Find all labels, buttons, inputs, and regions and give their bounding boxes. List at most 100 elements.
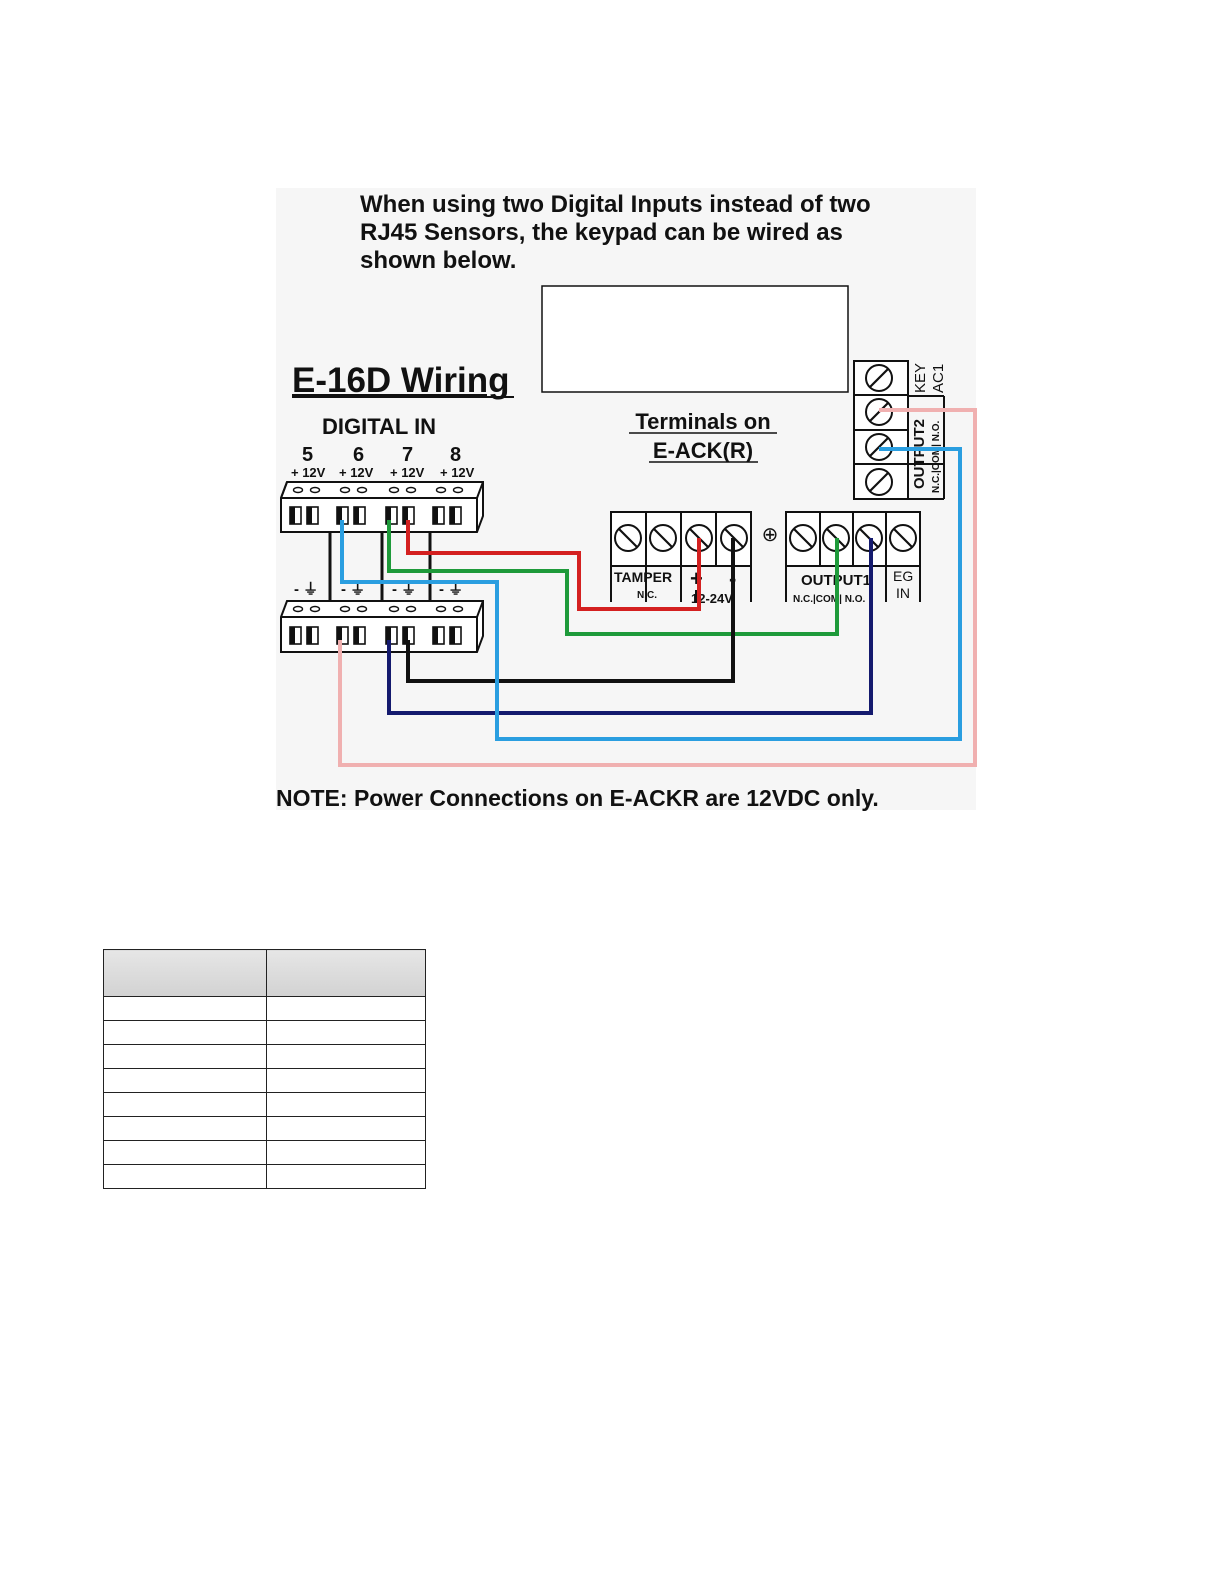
table-cell: [266, 1140, 426, 1165]
connector-hole: [292, 486, 304, 494]
power-range-label: 12-24V: [691, 591, 733, 606]
eg-label: EG: [893, 568, 913, 584]
connector-pin-contact: [403, 627, 408, 644]
screw-eg-in: [889, 524, 917, 552]
tamper-nc-label: N.C.: [637, 590, 657, 601]
wire-green: [387, 520, 839, 636]
ground-polarity-8: - ⏚: [439, 581, 463, 598]
screw-output2-nc: [865, 468, 893, 496]
table-row: [103, 1092, 426, 1117]
connector-pin-contact: [450, 507, 455, 524]
polarity-7: + 12V: [390, 465, 425, 480]
table-row: [103, 1140, 426, 1165]
in-label: IN: [896, 585, 910, 601]
output1-contacts-label: N.C.|COM| N.O.: [793, 594, 865, 605]
terminals-heading-line-1: Terminals on: [635, 409, 770, 434]
table-row: [103, 1020, 426, 1045]
connector-pin-contact: [307, 507, 312, 524]
connector-pin-contact: [433, 507, 438, 524]
table-cell: [266, 996, 426, 1021]
connector-hole: [309, 605, 321, 613]
digital-in-connector-bottom: [280, 600, 484, 653]
intro-line-3: shown below.: [360, 247, 516, 274]
tamper-label: TAMPER: [614, 569, 672, 585]
connector-hole: [356, 486, 368, 494]
table-row: [103, 1068, 426, 1093]
table-header-cell: [103, 949, 267, 997]
wire-red: [406, 520, 701, 611]
connector-hole: [405, 486, 417, 494]
connector-pin-contact: [386, 627, 391, 644]
connector-pin-contact: [337, 507, 342, 524]
blank-label-box: [541, 285, 849, 393]
terminals-heading-line-2: E-ACK(R): [653, 438, 753, 463]
channel-7-label: 7: [402, 444, 413, 466]
table-cell: [103, 1068, 267, 1093]
connector-pin-contact: [403, 507, 408, 524]
ground-polarity-5: - ⏚: [294, 581, 318, 598]
table-cell: [103, 1092, 267, 1117]
ac1-label: AC1: [930, 364, 947, 393]
connector-hole: [356, 605, 368, 613]
ground-polarity-6: - ⏚: [341, 581, 365, 598]
connector-pin-contact: [450, 627, 455, 644]
table-cell: [266, 1092, 426, 1117]
connector-hole: [339, 486, 351, 494]
polarity-5: + 12V: [291, 465, 326, 480]
connector-pin-contact: [433, 627, 438, 644]
connector-hole: [405, 605, 417, 613]
output2-label: OUTPUT2: [911, 419, 928, 489]
connector-hole: [452, 486, 464, 494]
connector-hole: [435, 605, 447, 613]
legend-table: [103, 949, 426, 1189]
table-cell: [266, 1068, 426, 1093]
polarity-8: + 12V: [440, 465, 475, 480]
connector-hole: [435, 486, 447, 494]
table-cell: [103, 1140, 267, 1165]
table-cell: [266, 1020, 426, 1045]
table-cell: [266, 1116, 426, 1141]
channel-6-label: 6: [353, 444, 364, 466]
table-header-cell: [266, 949, 426, 997]
connector-hole: [339, 605, 351, 613]
connector-hole: [388, 605, 400, 613]
wire-black: [406, 538, 735, 683]
key-label: KEY: [912, 363, 929, 393]
connector-pin-contact: [386, 507, 391, 524]
table-cell: [103, 1044, 267, 1069]
intro-line-1: When using two Digital Inputs instead of…: [360, 191, 871, 218]
table-cell: [266, 1164, 426, 1189]
connector-pin-contact: [354, 507, 359, 524]
table-row: [103, 1164, 426, 1189]
connector-pin-contact: [290, 507, 295, 524]
screw-tamper-2: [649, 524, 677, 552]
connector-hole: [388, 486, 400, 494]
diagram-title: E-16D Wiring: [292, 361, 510, 400]
ground-polarity-7: - ⏚: [392, 581, 416, 598]
wire-navy: [387, 538, 873, 715]
table-row: [103, 1116, 426, 1141]
connector-hole: [309, 486, 321, 494]
intro-line-2: RJ45 Sensors, the keypad can be wired as: [360, 219, 843, 246]
ground-symbol-icon: ⊕: [762, 524, 779, 546]
channel-5-label: 5: [302, 444, 313, 466]
table-cell: [103, 1164, 267, 1189]
table-cell: [103, 1116, 267, 1141]
screw-key-ac1: [865, 364, 893, 392]
connector-pin-contact: [354, 627, 359, 644]
digital-in-label: DIGITAL IN: [322, 414, 436, 439]
wire-blue: [340, 447, 962, 741]
screw-tamper-1: [614, 524, 642, 552]
output2-contacts-label: N.C.|COM| N.O.: [931, 421, 942, 493]
wire-pink: [338, 408, 977, 767]
table-cell: [103, 1020, 267, 1045]
connector-pin-contact: [290, 627, 295, 644]
connector-hole: [292, 605, 304, 613]
connector-pin-contact: [307, 627, 312, 644]
table-cell: [103, 996, 267, 1021]
table-header-row: [103, 949, 426, 997]
power-note: NOTE: Power Connections on E-ACKR are 12…: [276, 785, 879, 811]
connector-hole: [452, 605, 464, 613]
screw-output1-nc: [789, 524, 817, 552]
